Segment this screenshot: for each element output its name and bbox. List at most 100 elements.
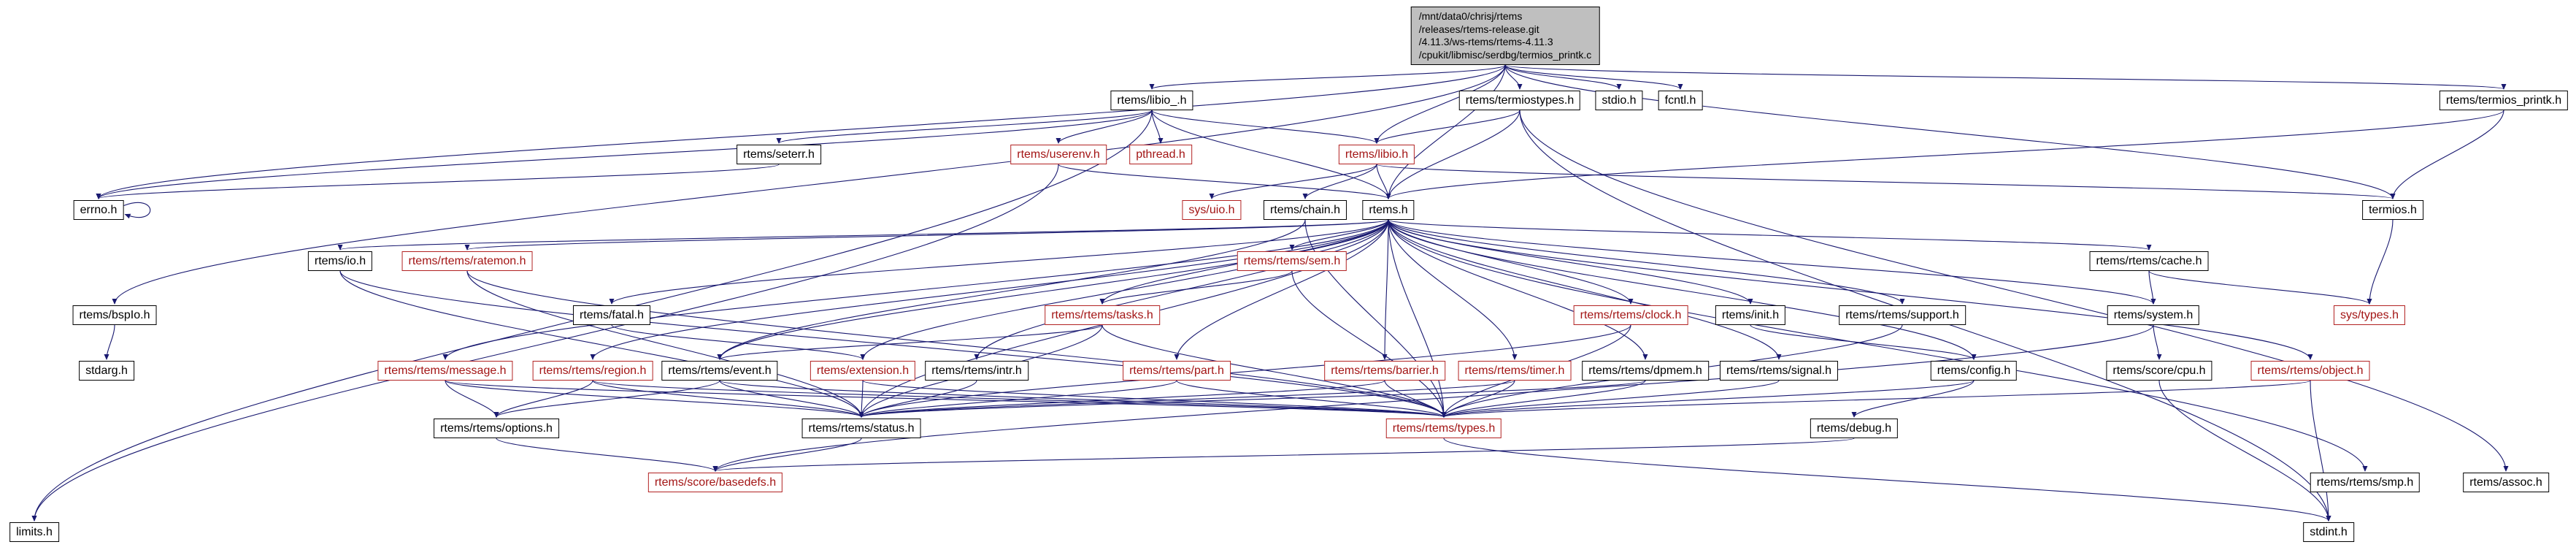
graph-node-basedefs[interactable]: rtems/score/basedefs.h	[647, 473, 783, 493]
graph-node-stdio[interactable]: stdio.h	[1595, 91, 1643, 111]
graph-node-init[interactable]: rtems/init.h	[1715, 305, 1786, 326]
include-edge-src-to-rtems_h	[1385, 64, 1506, 199]
include-edge-barrier-to-status	[858, 380, 1385, 418]
include-edge-libio-to-sys_uio	[1209, 164, 1377, 199]
include-edge-extension-to-status	[858, 380, 864, 418]
include-edge-rtems_h-to-cache	[1388, 219, 2151, 251]
include-edge-rtems_h-to-timer	[1388, 219, 1518, 360]
graph-node-libio[interactable]: rtems/libio.h	[1338, 145, 1415, 165]
include-edge-io-to-status	[339, 270, 864, 418]
graph-node-termios_printk_h[interactable]: rtems/termios_printk.h	[2439, 91, 2569, 111]
graph-node-termiostypes[interactable]: rtems/termiostypes.h	[1458, 91, 1581, 111]
include-edge-message-to-options	[445, 380, 499, 418]
graph-node-system[interactable]: rtems/system.h	[2107, 305, 2200, 326]
include-edge-rtems_h-to-dpmem	[1388, 219, 1648, 360]
include-edge-event-to-types	[719, 380, 1447, 418]
include-edge-types-to-stdint	[1443, 438, 2331, 522]
include-edge-system-to-score_cpu	[2153, 324, 2162, 360]
graph-node-seterr[interactable]: rtems/seterr.h	[737, 145, 821, 165]
graph-node-errno[interactable]: errno.h	[73, 200, 124, 221]
include-edge-src-to-stdio	[1504, 64, 1622, 90]
graph-node-cache[interactable]: rtems/rtems/cache.h	[2089, 251, 2209, 272]
include-edge-libio-to-termios	[1376, 164, 2395, 199]
include-edge-rtems_h-to-sem	[1289, 219, 1389, 251]
include-edge-libio_-to-libio	[1151, 110, 1380, 144]
include-edge-config-to-debug	[1851, 380, 1975, 418]
graph-node-userenv[interactable]: rtems/userenv.h	[1010, 145, 1107, 165]
include-edge-sem-to-tasks	[1099, 270, 1293, 305]
include-edge-src-to-termios_printk_h	[1504, 64, 2506, 90]
include-edge-tasks-to-event	[717, 324, 1103, 360]
graph-node-options[interactable]: rtems/rtems/options.h	[434, 419, 559, 439]
include-edge-rtems_h-to-types	[1388, 219, 1447, 418]
include-edge-rtems_h-to-region	[590, 219, 1389, 360]
graph-node-io[interactable]: rtems/io.h	[307, 251, 373, 272]
graph-node-part[interactable]: rtems/rtems/part.h	[1123, 361, 1231, 381]
include-edge-ratemon-to-types	[466, 270, 1447, 418]
include-edge-rtems_h-to-ratemon	[465, 219, 1389, 251]
include-edge-chain-to-event	[717, 219, 1306, 360]
graph-node-stdint[interactable]: stdint.h	[2303, 522, 2354, 543]
include-edge-score_cpu-to-stdint	[2158, 380, 2331, 522]
graph-node-chain[interactable]: rtems/chain.h	[1263, 200, 1347, 221]
graph-node-sem[interactable]: rtems/rtems/sem.h	[1237, 251, 1347, 272]
graph-node-score_cpu[interactable]: rtems/score/cpu.h	[2106, 361, 2212, 381]
graph-node-sys_types[interactable]: sys/types.h	[2333, 305, 2406, 326]
graph-node-pthread[interactable]: pthread.h	[1129, 145, 1192, 165]
graph-node-stdarg[interactable]: stdarg.h	[79, 361, 134, 381]
graph-node-termios[interactable]: termios.h	[2362, 200, 2423, 221]
graph-node-libio_[interactable]: rtems/libio_.h	[1110, 91, 1193, 111]
include-edge-object-to-types	[1442, 380, 2311, 418]
include-edge-part-to-types	[1176, 380, 1447, 418]
include-edge-extension-to-types	[862, 380, 1447, 418]
graph-node-rtems_h[interactable]: rtems.h	[1362, 200, 1415, 221]
graph-node-signal[interactable]: rtems/rtems/signal.h	[1719, 361, 1839, 381]
graph-node-timer[interactable]: rtems/rtems/timer.h	[1458, 361, 1572, 381]
include-edge-libio-to-chain	[1302, 164, 1377, 199]
include-edge-status-to-basedefs	[712, 438, 862, 472]
graph-node-sys_uio[interactable]: sys/uio.h	[1182, 200, 1242, 221]
graph-node-src[interactable]: /mnt/data0/chrisj/rtems/releases/rtems-r…	[1410, 7, 1600, 65]
graph-node-fatal[interactable]: rtems/fatal.h	[572, 305, 651, 326]
include-edge-region-to-options	[493, 380, 593, 418]
graph-node-debug[interactable]: rtems/debug.h	[1810, 419, 1899, 439]
include-edge-libio_-to-seterr	[776, 110, 1153, 144]
graph-node-extension[interactable]: rtems/extension.h	[810, 361, 916, 381]
graph-node-object[interactable]: rtems/rtems/object.h	[2250, 361, 2370, 381]
include-edge-rtems_h-to-system	[1388, 219, 2156, 305]
include-edge-userenv-to-rtems_h	[1058, 164, 1391, 199]
graph-node-line: /cpukit/libmisc/serdbg/termios_printk.c	[1418, 48, 1592, 61]
include-edge-options-to-basedefs	[496, 438, 718, 472]
include-edge-termios_printk_h-to-termios	[2390, 110, 2504, 199]
graph-node-assoc[interactable]: rtems/assoc.h	[2463, 473, 2549, 493]
graph-node-dpmem[interactable]: rtems/rtems/dpmem.h	[1582, 361, 1709, 381]
graph-node-clock[interactable]: rtems/rtems/clock.h	[1573, 305, 1688, 326]
include-edge-rtems_h-to-barrier	[1382, 219, 1389, 360]
include-edge-termios_printk_h-to-rtems_h	[1385, 110, 2504, 199]
graph-node-limits[interactable]: limits.h	[9, 522, 59, 543]
graph-node-tasks[interactable]: rtems/rtems/tasks.h	[1045, 305, 1160, 326]
include-edge-seterr-to-errno	[96, 164, 780, 199]
graph-node-intr[interactable]: rtems/rtems/intr.h	[925, 361, 1029, 381]
include-edge-part-to-status	[858, 380, 1177, 418]
graph-node-message[interactable]: rtems/rtems/message.h	[377, 361, 513, 381]
include-edge-region-to-types	[592, 380, 1446, 418]
graph-node-barrier[interactable]: rtems/rtems/barrier.h	[1324, 361, 1445, 381]
include-edge-timer-to-types	[1441, 380, 1515, 418]
include-edge-debug-to-basedefs	[713, 438, 1855, 472]
graph-node-fcntl[interactable]: fcntl.h	[1658, 91, 1703, 111]
graph-node-smp[interactable]: rtems/rtems/smp.h	[2310, 473, 2421, 493]
graph-node-types[interactable]: rtems/rtems/types.h	[1385, 419, 1502, 439]
include-edge-message-to-types	[445, 380, 1446, 418]
graph-node-support[interactable]: rtems/rtems/support.h	[1839, 305, 1966, 326]
include-edge-src-to-termiostypes	[1504, 64, 1523, 90]
graph-node-status[interactable]: rtems/rtems/status.h	[801, 419, 921, 439]
include-edge-rtems_h-to-event	[717, 219, 1389, 360]
include-edge-rtems_h-to-init	[1388, 219, 1753, 305]
graph-node-event[interactable]: rtems/rtems/event.h	[661, 361, 778, 381]
graph-node-bspio[interactable]: rtems/bspIo.h	[72, 305, 157, 326]
include-edge-userenv-to-limits	[31, 164, 1059, 522]
graph-node-config[interactable]: rtems/config.h	[1930, 361, 2018, 381]
graph-node-region[interactable]: rtems/rtems/region.h	[532, 361, 653, 381]
graph-node-ratemon[interactable]: rtems/rtems/ratemon.h	[401, 251, 533, 272]
